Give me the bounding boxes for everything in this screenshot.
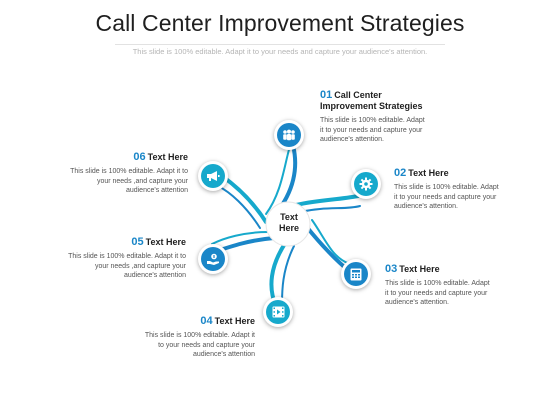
swirl-arm-03 (304, 224, 350, 272)
item-03-title: Text Here (399, 264, 440, 274)
item-01-title: Call Center Improvement Strategies (320, 90, 423, 111)
node-03 (341, 259, 371, 289)
item-05-title: Text Here (145, 237, 186, 247)
gear-icon (354, 172, 378, 196)
item-01-number: 01 (320, 89, 333, 101)
item-06-number: 06 (133, 151, 146, 163)
megaphone-icon (201, 164, 225, 188)
item-04-title: Text Here (214, 316, 255, 326)
swirl-arm-05-edge (211, 231, 269, 245)
item-04-number: 04 (200, 315, 213, 327)
people-icon (277, 123, 301, 147)
item-05-body: This slide is 100% editable. Adapt it to… (68, 253, 186, 279)
calculator-icon (344, 262, 368, 286)
item-02-body: This slide is 100% editable. Adapt it to… (394, 184, 499, 210)
item-03-body: This slide is 100% editable. Adapt it to… (385, 280, 490, 306)
swirl-arm-02-edge (299, 205, 361, 213)
node-06 (198, 161, 228, 191)
hand-coin-icon (201, 247, 225, 271)
item-06-title: Text Here (147, 152, 188, 162)
swirl-arm-02 (290, 194, 360, 208)
title-divider (115, 44, 445, 45)
swirl-arm-01-edge (265, 145, 291, 215)
node-01 (274, 120, 304, 150)
film-icon (266, 300, 290, 324)
item-02-title: Text Here (408, 168, 449, 178)
node-04 (263, 297, 293, 327)
page-subtitle: This slide is 100% editable. Adapt it to… (132, 47, 428, 56)
node-02 (351, 169, 381, 199)
item-06-body: This slide is 100% editable. Adapt it to… (70, 168, 188, 194)
center-label: Text Here (278, 212, 299, 233)
swirl-arm-06 (220, 174, 268, 224)
item-05-number: 05 (131, 236, 144, 248)
page-title: Call Center Improvement Strategies (95, 10, 465, 36)
item-03-number: 03 (385, 263, 398, 275)
center-circle (265, 201, 311, 247)
item-01-body: This slide is 100% editable. Adapt it to… (320, 117, 425, 143)
item-04-body: This slide is 100% editable. Adapt it to… (144, 332, 255, 358)
swirl-arm-04-edge (281, 245, 295, 305)
node-05 (198, 244, 228, 274)
item-02-number: 02 (394, 167, 407, 179)
